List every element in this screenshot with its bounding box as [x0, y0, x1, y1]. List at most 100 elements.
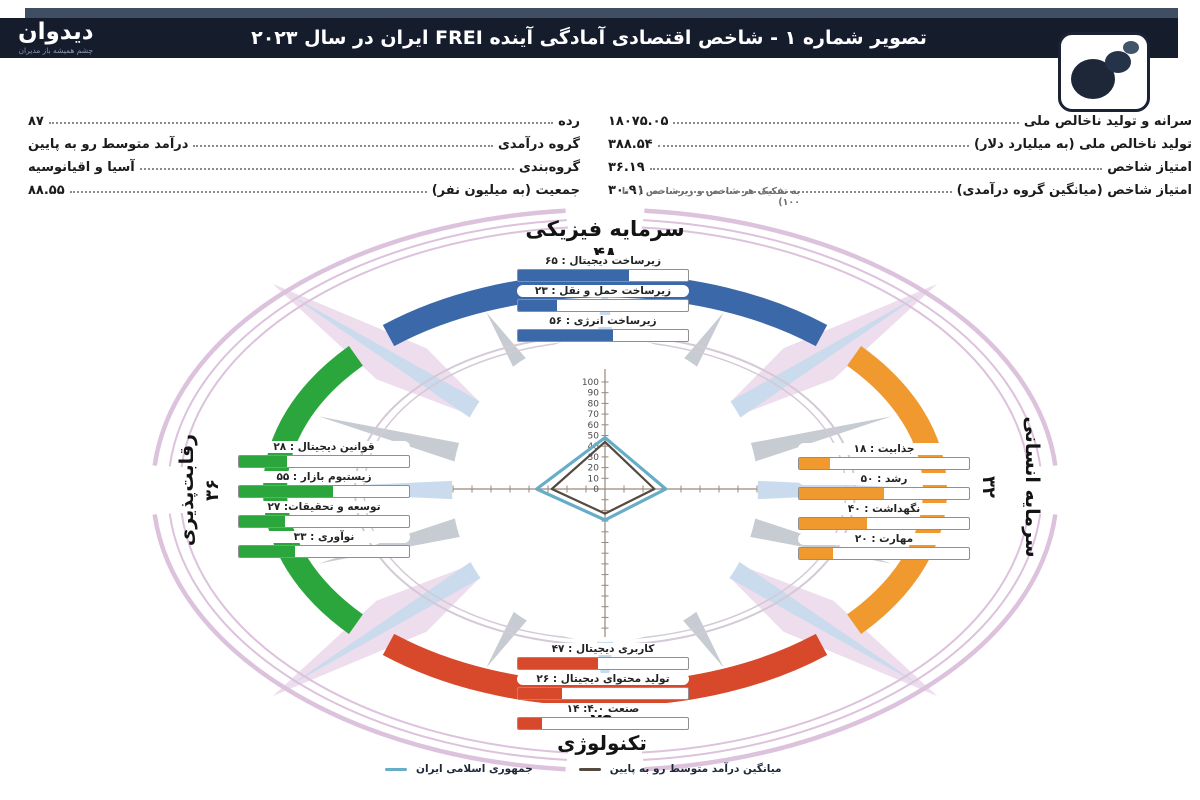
subindicator-bars-human-capital: جذابیت : ۱۸ رشد : ۵۰ نگهداشت : ۴۰ مهارت : ۲… [798, 443, 970, 563]
radar-tick-label: 60 [588, 421, 600, 431]
subindicator-bar-fill [239, 516, 285, 527]
subindicator-bar-fill [239, 546, 296, 557]
stat-label: امتیاز شاخص [1107, 160, 1192, 175]
stat-label: گروه‌بندی [518, 160, 580, 175]
subindicator-label: قوانین دیجیتال : ۲۸ [238, 441, 410, 453]
brand-tagline: چشم همیشه باز مدیران [18, 46, 94, 55]
brand-logo: دیدوان چشم همیشه باز مدیران [18, 19, 94, 56]
subindicator-bar-fill [799, 548, 833, 559]
subindicator-bar-fill [799, 518, 867, 529]
subindicator-item: جذابیت : ۱۸ [798, 443, 970, 470]
outer-ring-arc [641, 226, 1030, 468]
radar-tick-label: 0 [593, 485, 599, 495]
subindicator-label: نگهداشت : ۴۰ [798, 503, 970, 515]
subindicator-bar-track [517, 299, 689, 312]
subindicator-item: صنعت ۴.۰: ۱۴ [517, 703, 689, 730]
stat-value: ۱۸۰۷۵.۰۵ [608, 114, 669, 129]
axis-title-physical-capital: سرمایه فیزیکی [525, 217, 685, 241]
dotted-leader [649, 167, 1103, 170]
subindicator-bar-track [517, 687, 689, 700]
subindicator-bar-track [517, 657, 689, 670]
outer-ring-arc [641, 512, 1030, 754]
subindicator-item: زیرساخت حمل و نقل : ۲۳ [517, 285, 689, 312]
outer-ring-arc [180, 226, 569, 468]
subindicator-bar-track [238, 455, 410, 468]
country-stats-left: رده ۸۷ گروه درآمدی درآمد متوسط رو به پای… [28, 108, 580, 200]
subindicator-item: تولید محتوای دیجیتال : ۲۶ [517, 673, 689, 700]
subindicator-bar-fill [518, 688, 563, 699]
brand-name: دیدوان [18, 19, 94, 45]
subindicator-label: رشد : ۵۰ [798, 473, 970, 485]
subindicator-bar-track [798, 457, 970, 470]
stat-label: تولید ناخالص ملی (به میلیارد دلار) [974, 137, 1192, 152]
radar-series-income-average [550, 440, 656, 515]
outer-ring-arc [168, 219, 567, 467]
stat-label: رده [558, 114, 580, 129]
legend-label-income-average: میانگین درآمد متوسط رو به پایین [609, 763, 782, 775]
radar-tick-label: 80 [588, 399, 600, 409]
scale-note: به تفکیک هر شاخص و زیرشاخص (۰ تا ۱۰۰) [621, 186, 800, 208]
subindicator-item: زیرساخت انرژی : ۵۶ [517, 315, 689, 342]
axis-score-human-capital: ۳۲ [978, 476, 999, 498]
dotted-leader [193, 144, 493, 147]
outer-ring-arc [180, 512, 569, 754]
stat-row-gdp-per-capita: سرانه و تولید ناخالص ملی ۱۸۰۷۵.۰۵ [608, 108, 1192, 131]
stat-row-gdp: تولید ناخالص ملی (به میلیارد دلار) ۳۸۸.۵… [608, 131, 1192, 154]
header-accent-strip [25, 8, 1178, 18]
subindicator-bars-technology: کاربری دیجیتال : ۴۷ تولید محتوای دیجیتال … [517, 643, 689, 733]
subindicator-bar-track [517, 717, 689, 730]
dotted-leader [673, 121, 1019, 124]
radar-tick-label: 70 [588, 410, 600, 420]
stat-value: ۸۸.۵۵ [28, 183, 65, 198]
subindicator-bar-fill [799, 488, 884, 499]
logo-circle-small [1123, 41, 1139, 54]
subindicator-item: نگهداشت : ۴۰ [798, 503, 970, 530]
subindicator-bar-fill [518, 270, 629, 281]
subindicator-bar-fill [518, 300, 558, 311]
stat-label: امتیاز شاخص (میانگین گروه درآمدی) [956, 183, 1192, 198]
outer-ring-arc [168, 513, 567, 761]
axis-title-competitiveness: رقابت‌پذیری [176, 433, 198, 547]
outer-ring-arc [644, 208, 1058, 466]
subindicator-bar-track [238, 515, 410, 528]
outer-ring-arc [644, 514, 1058, 772]
stat-row-income-group: گروه درآمدی درآمد متوسط رو به پایین [28, 131, 580, 154]
axis-score-competitiveness: ۳۶ [202, 479, 223, 501]
subindicator-bar-track [238, 545, 410, 558]
header-bar [0, 18, 1178, 58]
legend-swatch-iran [385, 767, 407, 771]
subindicator-item: کاربری دیجیتال : ۴۷ [517, 643, 689, 670]
radar-tick-label: 50 [588, 432, 600, 442]
outer-ring-arc [152, 514, 566, 772]
subindicator-label: توسعه و تحقیقات: ۲۷ [238, 501, 410, 513]
dotted-leader [48, 121, 554, 124]
subindicator-label: زیرساخت انرژی : ۵۶ [517, 315, 689, 327]
subindicator-item: مهارت : ۲۰ [798, 533, 970, 560]
subindicator-bar-track [517, 329, 689, 342]
subindicator-bar-fill [239, 486, 333, 497]
outer-ring-arc [643, 219, 1042, 467]
stat-label: گروه درآمدی [497, 137, 580, 152]
subindicator-bar-track [798, 547, 970, 560]
subindicator-bar-track [238, 485, 410, 498]
radar-tick-label: 20 [588, 464, 600, 474]
radar-tick-label: 100 [582, 378, 599, 388]
legend-label-iran: جمهوری اسلامی ایران [416, 763, 533, 775]
stat-value: ۳۶.۱۹ [608, 160, 645, 175]
stat-value: ۳۰.۹۱ [608, 183, 645, 198]
subindicator-label: صنعت ۴.۰: ۱۴ [517, 703, 689, 715]
dotted-leader [69, 190, 427, 193]
stat-label: جمعیت (به میلیون نفر) [431, 183, 580, 198]
stat-value: درآمد متوسط رو به پایین [28, 137, 189, 152]
subindicator-label: زیرساخت حمل و نقل : ۲۳ [517, 285, 689, 297]
stat-row-index-score: امتیاز شاخص ۳۶.۱۹ [608, 154, 1192, 177]
radar-series-iran [534, 435, 668, 522]
subindicator-bar-fill [239, 456, 287, 467]
radar-tick-label: 90 [588, 389, 600, 399]
radar-tick-label: 30 [588, 453, 600, 463]
subindicator-item: قوانین دیجیتال : ۲۸ [238, 441, 410, 468]
stat-value: ۸۷ [28, 114, 44, 129]
